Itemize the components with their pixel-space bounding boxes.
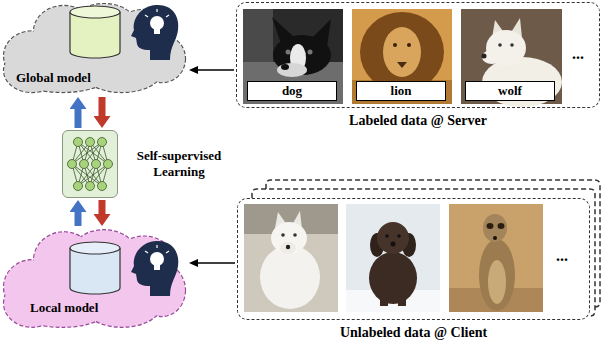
flow-arrow [75, 212, 82, 226]
model-cloud: Global model [2, 2, 187, 95]
class-name: dog [282, 83, 302, 99]
dog-photo [243, 9, 343, 104]
cloud-border [4, 4, 185, 92]
node-label: Local model [30, 300, 98, 316]
stacked-dataset-outline [266, 180, 600, 307]
class-label: lion [356, 81, 446, 101]
node-label: Self-supervised Learning [127, 148, 231, 179]
poodle-photo [346, 204, 440, 312]
node-label: Global model [16, 70, 91, 86]
dataset-caption: Unlabeled data @ Client [238, 325, 589, 342]
flow-arrow [99, 200, 106, 214]
flow-arrow [198, 69, 234, 71]
lion-photo [352, 9, 452, 104]
label-holder: ... [556, 246, 568, 265]
class-label: wolf [465, 81, 555, 101]
cloud-fill [4, 4, 185, 92]
class-name: lion [391, 83, 412, 99]
dataset-box: Unlabeled data @ Client [237, 198, 590, 320]
flow-arrow [198, 262, 235, 264]
meerkat-photo [449, 204, 543, 312]
ellipsis-mark: ... [572, 45, 584, 62]
label-holder: ... [572, 44, 584, 63]
dataset-box: Labeled data @ Serverdoglionwolf [236, 2, 600, 108]
learning-box: Self-supervised Learning [62, 130, 118, 198]
flow-arrow [75, 109, 82, 128]
dataset-caption: Labeled data @ Server [237, 113, 599, 130]
model-cloud: Local model [2, 228, 187, 330]
cloud-fill [4, 230, 185, 327]
flow-arrow [99, 97, 106, 116]
class-name: wolf [498, 83, 522, 99]
cloud-border [4, 230, 185, 327]
class-label: dog [247, 81, 337, 101]
wolf-photo [461, 9, 562, 107]
wolf-photo [244, 204, 338, 312]
ellipsis-mark: ... [556, 247, 568, 264]
stacked-dataset-outline [252, 189, 595, 316]
